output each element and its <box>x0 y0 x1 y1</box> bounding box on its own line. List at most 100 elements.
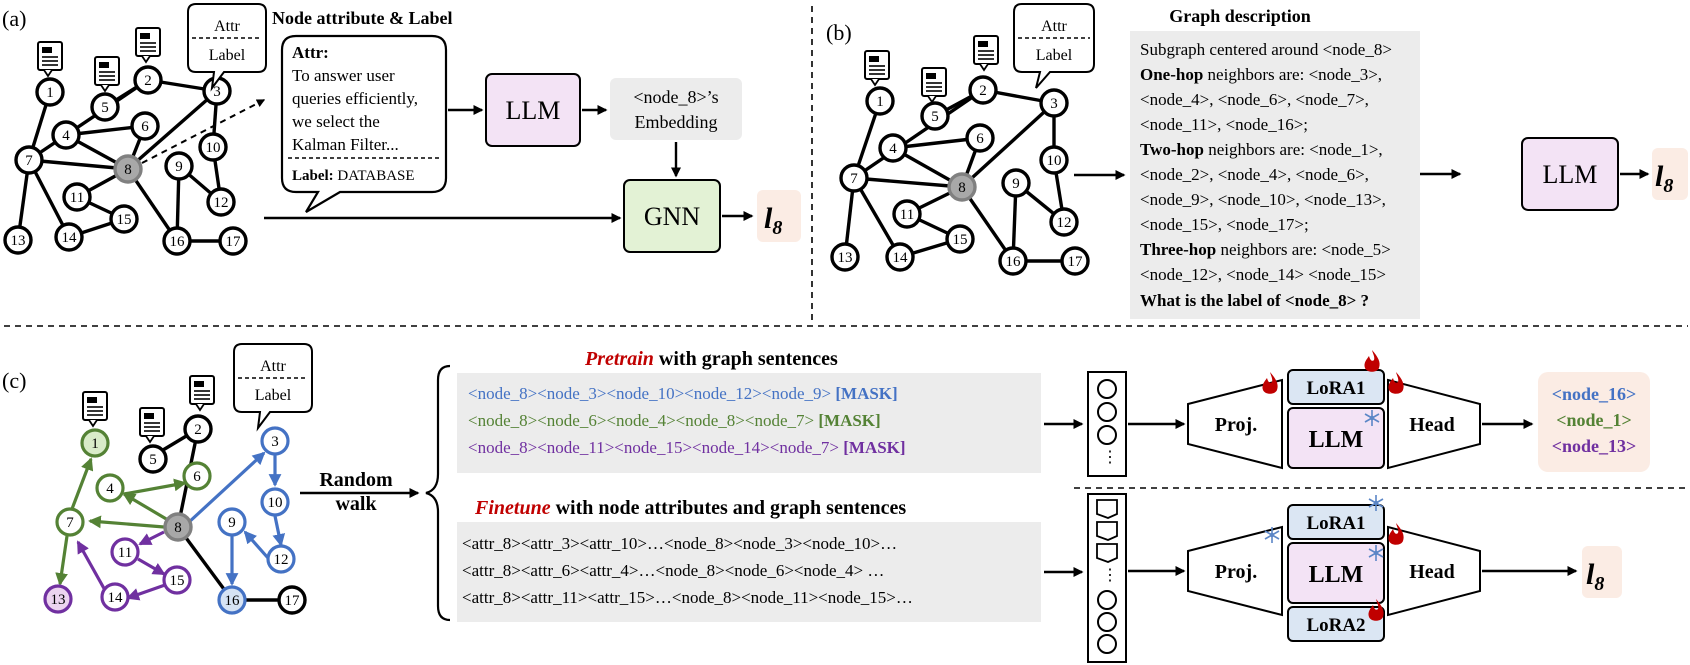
attr-label-bubble: Attr Label <box>233 343 313 432</box>
finetune-title: Finetune with node attributes and graph … <box>474 497 906 519</box>
proj-block-finetune <box>1187 525 1283 617</box>
graph-node: 11 <box>110 537 140 567</box>
graph-node: 1 <box>865 86 895 116</box>
svg-text:12: 12 <box>1057 215 1072 231</box>
flame-icon <box>1364 350 1380 372</box>
pretrain-title: Pretrain with graph sentences <box>584 348 838 370</box>
svg-text:GNN: GNN <box>644 202 701 231</box>
svg-text:1: 1 <box>46 85 54 101</box>
svg-text:Head: Head <box>1409 414 1455 436</box>
svg-text:walk: walk <box>335 493 377 515</box>
svg-text:<node_8>’s: <node_8>’s <box>633 87 718 107</box>
svg-text:⋮: ⋮ <box>1102 567 1118 584</box>
flame-icon <box>1388 372 1404 394</box>
svg-text:LoRA1: LoRA1 <box>1306 513 1365 534</box>
graph-node-center: 8 <box>947 172 977 202</box>
graph-node: 13 <box>830 242 860 272</box>
svg-text:7: 7 <box>850 171 858 187</box>
svg-text:4: 4 <box>106 481 114 497</box>
svg-text:9: 9 <box>1012 176 1020 192</box>
embedding-box <box>610 78 742 140</box>
graph-description-box <box>1130 31 1420 319</box>
svg-text:we select the: we select the <box>292 112 380 131</box>
graph-node: 17 <box>277 585 307 615</box>
graph-node: 9 <box>164 151 194 181</box>
svg-text:11: 11 <box>70 190 84 206</box>
graph-node: 4 <box>51 120 81 150</box>
graph-node: 2 <box>183 414 213 444</box>
graph-node: 5 <box>90 92 120 122</box>
svg-text:Label: DATABASE: Label: DATABASE <box>292 168 415 184</box>
gnn-box <box>623 179 721 253</box>
svg-text:LLM: LLM <box>1309 427 1364 453</box>
random-walk-blue <box>186 451 286 586</box>
graph-node: 9 <box>1001 168 1031 198</box>
svg-text:LLM: LLM <box>1309 562 1364 588</box>
llm-box-finetune <box>1287 542 1385 604</box>
random-walk-purple <box>76 530 166 601</box>
svg-text:<node_8><node_11><node_15><nod: <node_8><node_11><node_15><node_14><node… <box>468 438 906 457</box>
svg-text:<node_11>, <node_16>;: <node_11>, <node_16>; <box>1140 115 1308 134</box>
graph-description-title: Graph description <box>1169 6 1311 26</box>
panel-a-label: (a) <box>2 6 26 31</box>
output-box-a <box>757 190 801 242</box>
graph-node: 17 <box>1060 246 1090 276</box>
svg-text:11: 11 <box>900 207 914 223</box>
svg-text:16: 16 <box>170 234 186 250</box>
svg-text:<node_15>, <node_17>;: <node_15>, <node_17>; <box>1140 215 1309 234</box>
svg-text:2: 2 <box>194 422 202 438</box>
svg-text:3: 3 <box>1050 96 1058 112</box>
node-attribute-title: Node attribute & Label <box>272 8 452 28</box>
svg-text:1: 1 <box>91 436 99 452</box>
svg-text:14: 14 <box>62 230 78 246</box>
svg-text:10: 10 <box>1047 153 1062 169</box>
svg-text:15: 15 <box>170 573 185 589</box>
graph-node: 5 <box>138 444 168 474</box>
graph-node: 16 <box>162 226 192 256</box>
svg-text:⋮: ⋮ <box>1102 449 1118 466</box>
svg-text:4: 4 <box>889 141 897 157</box>
svg-text:LLM: LLM <box>1543 160 1598 189</box>
svg-text:1: 1 <box>876 94 884 110</box>
graph-node: 14 <box>54 222 84 252</box>
graph-node: 12 <box>266 544 296 574</box>
svg-text:5: 5 <box>101 100 109 116</box>
graph-description-text: Subgraph centered around <node_8> One-ho… <box>1140 40 1392 310</box>
llm-box-a <box>485 73 581 147</box>
document-icon <box>864 50 890 86</box>
graph-node: 5 <box>920 101 950 131</box>
panel-b: (b) 1 2 3 4 5 <box>826 3 1688 319</box>
svg-text:13: 13 <box>11 233 26 249</box>
svg-text:8: 8 <box>174 520 182 536</box>
graph-node: 10 <box>1039 145 1069 175</box>
graph-node-center: 8 <box>163 512 193 542</box>
graph-node-center: 8 <box>113 154 143 184</box>
graph-node: 14 <box>885 242 915 272</box>
svg-text:13: 13 <box>838 250 853 266</box>
graph-node: 1 <box>35 77 65 107</box>
svg-text:l8: l8 <box>764 202 782 239</box>
graph-node: 15 <box>945 224 975 254</box>
svg-text:Proj.: Proj. <box>1215 414 1257 436</box>
panel-b-graph-nodes: 1 2 3 4 5 6 7 8 9 10 11 12 13 14 15 16 1… <box>830 75 1090 276</box>
lora2-box <box>1287 606 1385 642</box>
svg-text:queries efficiently,: queries efficiently, <box>292 89 418 108</box>
graph-node: 6 <box>182 461 212 491</box>
svg-text:16: 16 <box>225 593 241 609</box>
svg-text:Kalman Filter...: Kalman Filter... <box>292 135 399 154</box>
svg-text:6: 6 <box>193 469 201 485</box>
pretrain-output-box <box>1538 372 1650 472</box>
graph-node: 2 <box>968 75 998 105</box>
svg-text:14: 14 <box>893 250 909 266</box>
graph-node: 13 <box>43 584 73 614</box>
svg-text:2: 2 <box>144 73 152 89</box>
panel-b-label: (b) <box>826 20 852 45</box>
graph-node: 6 <box>965 123 995 153</box>
graph-node: 11 <box>892 199 922 229</box>
svg-text:12: 12 <box>214 195 229 211</box>
svg-text:To answer user: To answer user <box>292 66 395 85</box>
svg-text:3: 3 <box>271 434 279 450</box>
svg-text:One-hop neighbors are: <node_3: One-hop neighbors are: <node_3>, <box>1140 65 1382 84</box>
svg-text:6: 6 <box>141 119 149 135</box>
